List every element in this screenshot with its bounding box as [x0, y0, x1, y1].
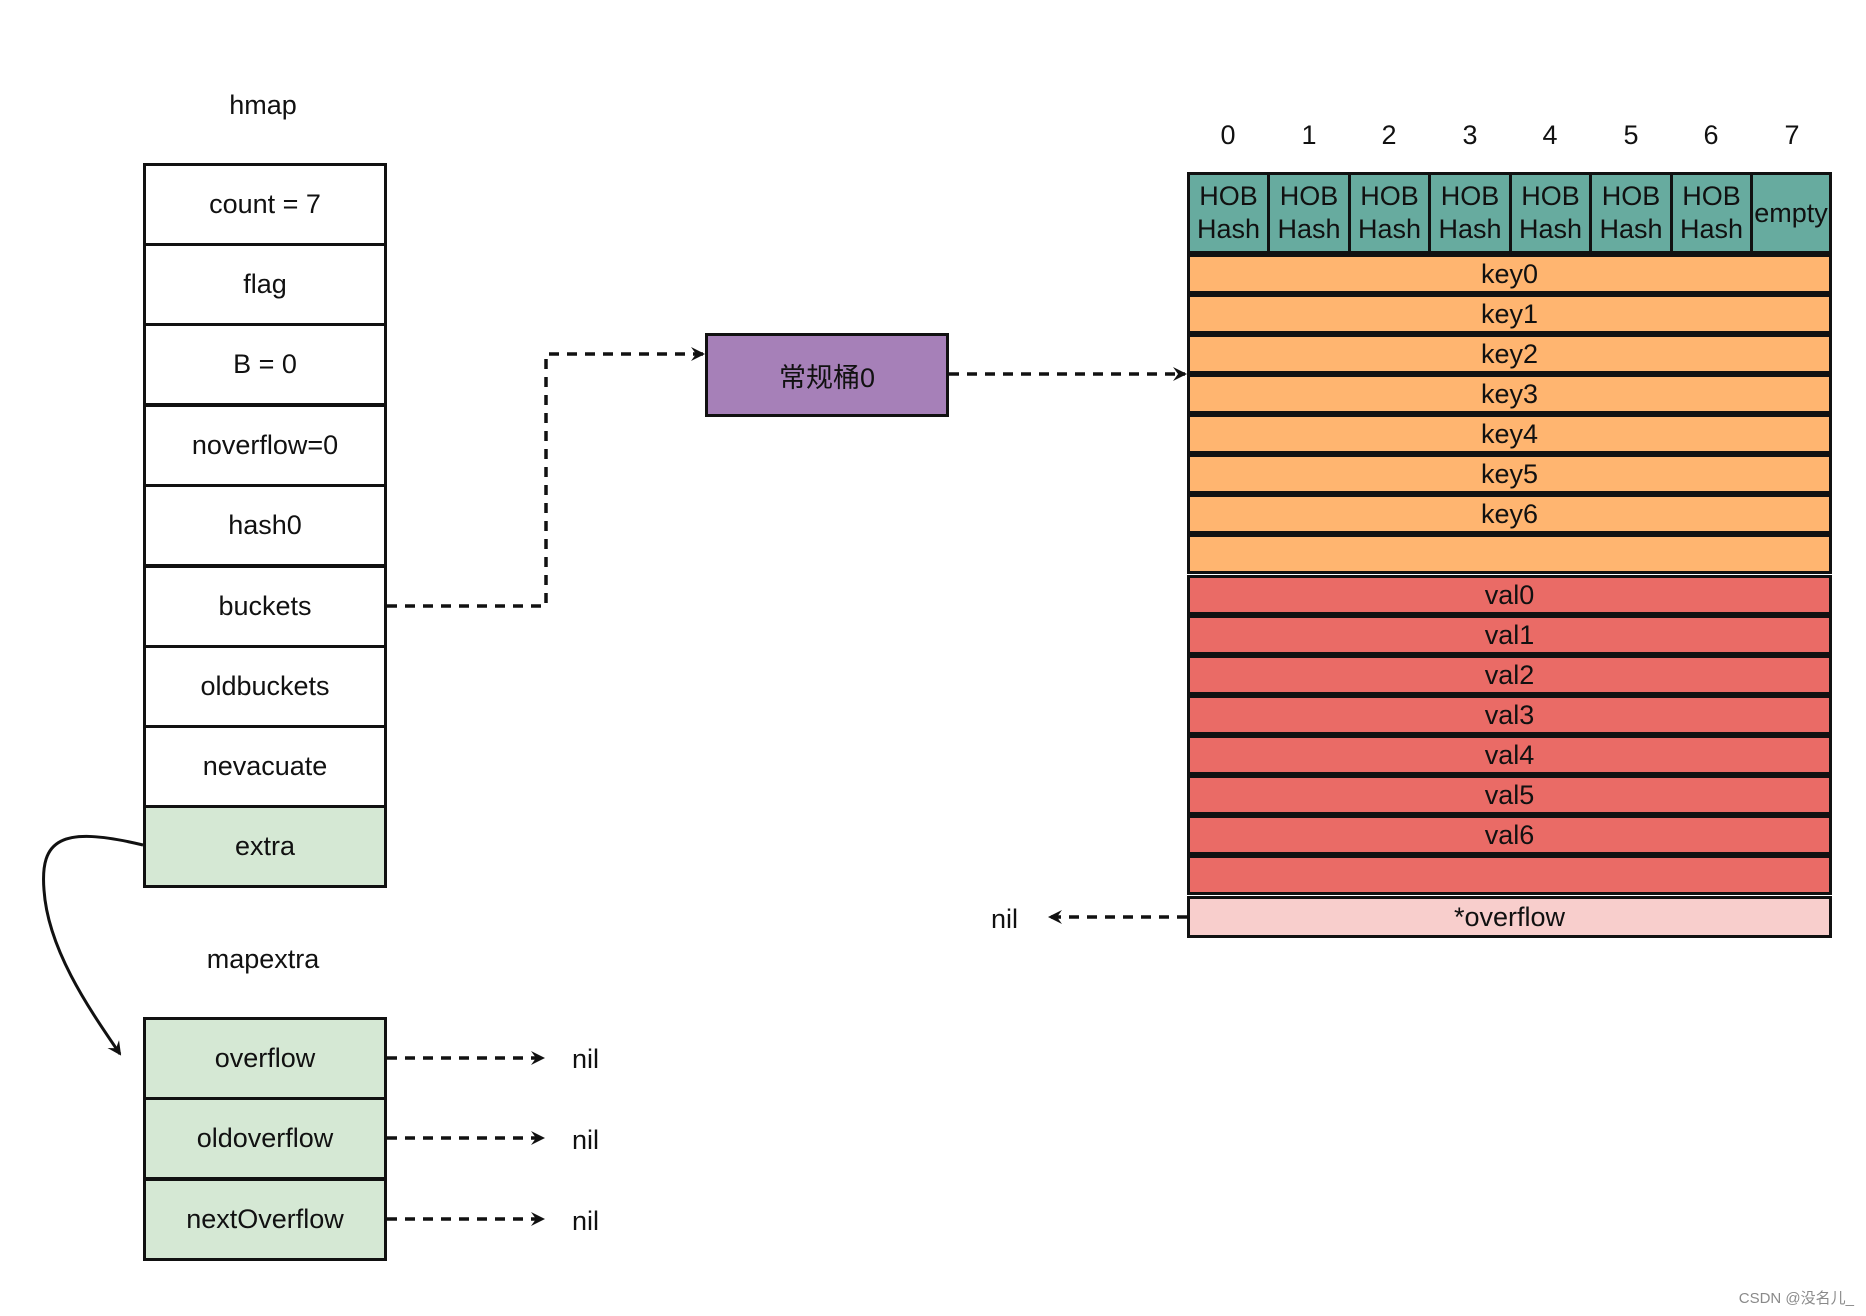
buckets-to-bucket-arrow [387, 347, 705, 608]
bucket-val-7 [1187, 855, 1832, 895]
hmap-title: hmap [229, 90, 297, 120]
bucket-val-6: val6 [1187, 815, 1832, 855]
hmap-extra: extra [143, 805, 387, 888]
bucket-val-1: val1 [1187, 615, 1832, 655]
bucket-val-3: val3 [1187, 695, 1832, 735]
bucket-key-6: key6 [1187, 494, 1832, 534]
hmap-oldbuckets: oldbuckets [143, 645, 387, 728]
bucket-key-2: key2 [1187, 334, 1832, 374]
bucket-overflow-pointer: *overflow [1187, 896, 1832, 938]
mapextra-oldoverflow: oldoverflow [143, 1097, 387, 1180]
slot-index-1: 1 [1301, 120, 1317, 150]
watermark: CSDN @没名儿_ [1738, 1290, 1854, 1307]
mapextra-overflow: overflow [143, 1017, 387, 1100]
bucket-key-1: key1 [1187, 294, 1832, 334]
bucket-key-7 [1187, 534, 1832, 574]
bucket-val-5: val5 [1187, 775, 1832, 815]
slot-index-5: 5 [1623, 120, 1639, 150]
hmap-count: count = 7 [143, 163, 387, 246]
bucket-key-4: key4 [1187, 414, 1832, 454]
overflow-nil: nil [572, 1044, 600, 1074]
bucket-val-0: val0 [1187, 575, 1832, 615]
slot-index-4: 4 [1542, 120, 1558, 150]
bucket-ref-box: 常规桶0 [705, 333, 949, 417]
nextoverflow-nil: nil [572, 1206, 600, 1236]
slot-index-7: 7 [1784, 120, 1800, 150]
hmap-flag: flag [143, 243, 387, 326]
slot-index-6: 6 [1703, 120, 1719, 150]
hmap-buckets: buckets [143, 565, 387, 648]
hmap-nevacuate: nevacuate [143, 725, 387, 808]
slot-index-2: 2 [1381, 120, 1397, 150]
hmap-noverflow: noverflow=0 [143, 404, 387, 487]
oldoverflow-nil: nil [572, 1125, 600, 1155]
mapextra-nextoverflow: nextOverflow [143, 1178, 387, 1261]
extra-to-mapextra-arrow [42, 834, 144, 1056]
slot-index-3: 3 [1462, 120, 1478, 150]
hmap-hash0: hash0 [143, 484, 387, 567]
tophash-7: empty [1750, 172, 1832, 254]
slot-index-0: 0 [1220, 120, 1236, 150]
bucket-overflow-nil: nil [991, 904, 1019, 934]
bucket-key-3: key3 [1187, 374, 1832, 414]
bucket-key-0: key0 [1187, 254, 1832, 294]
bucket-val-4: val4 [1187, 735, 1832, 775]
bucket-key-5: key5 [1187, 454, 1832, 494]
hmap-b: B = 0 [143, 323, 387, 406]
bucket-val-2: val2 [1187, 655, 1832, 695]
mapextra-title: mapextra [206, 944, 320, 974]
